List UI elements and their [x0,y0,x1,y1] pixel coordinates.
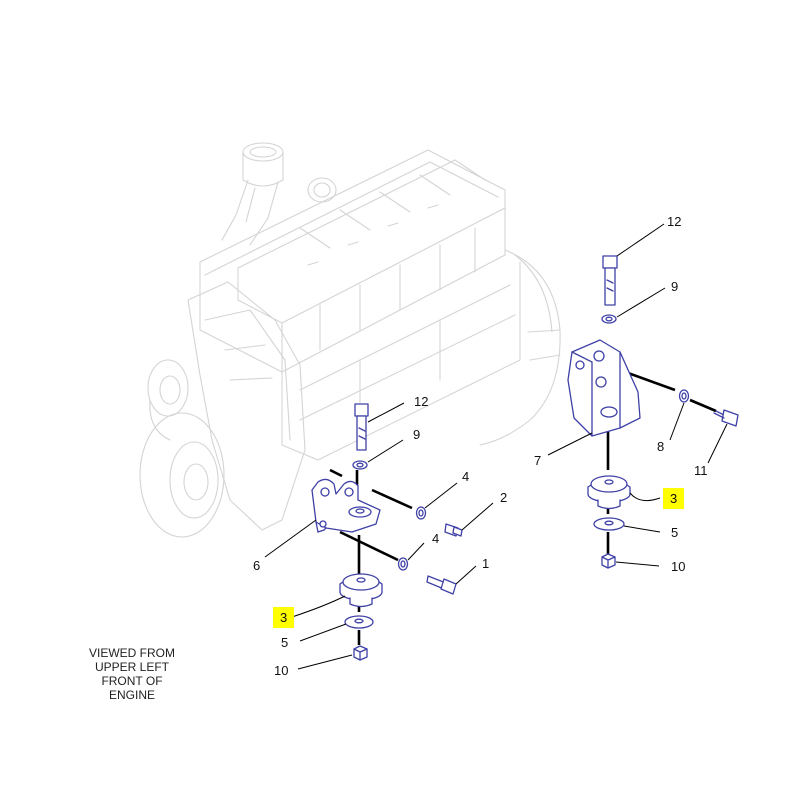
callout-3-left[interactable]: 3 [280,610,287,625]
callout-11[interactable]: 11 [694,463,708,478]
callout-5-left[interactable]: 5 [281,635,288,650]
highlight-3-left [273,607,294,628]
washer-4-lower [397,557,409,571]
callout-9-right[interactable]: 9 [671,279,678,294]
callout-12-left[interactable]: 12 [414,394,428,409]
bolt-2 [444,523,463,537]
bolt-1 [426,575,457,595]
callout-8[interactable]: 8 [657,439,664,454]
callout-6[interactable]: 6 [253,558,260,573]
caption-line-4: ENGINE [109,688,155,702]
bracket-6 [311,478,381,533]
callout-4-lower[interactable]: 4 [432,531,439,546]
washer-5-left [344,615,374,629]
bolt-11 [713,409,739,427]
callout-labels: 12 9 8 11 7 3 5 10 12 9 4 2 4 1 6 3 5 10 [253,214,708,678]
washer-9-left [352,460,368,470]
callout-1[interactable]: 1 [482,556,489,571]
caption-line-3: FRONT OF [101,674,162,688]
bracket-7 [567,339,641,437]
right-mount-assembly [567,255,739,569]
callout-7[interactable]: 7 [534,453,541,468]
callout-3-right[interactable]: 3 [670,491,677,506]
washer-8 [678,389,690,403]
caption-line-1: VIEWED FROM [89,646,175,660]
isolator-3-left [339,573,383,608]
callout-4-upper[interactable]: 4 [462,469,469,484]
washer-4-upper [415,506,427,520]
isolator-3-right [587,475,631,510]
callout-2[interactable]: 2 [500,490,507,505]
callout-9-left[interactable]: 9 [413,427,420,442]
callout-10-right[interactable]: 10 [671,559,685,574]
washer-9-right [601,314,617,324]
callout-12-right[interactable]: 12 [667,214,681,229]
left-mount-assembly [311,403,463,661]
nut-10-left [353,645,368,661]
callout-5-right[interactable]: 5 [671,525,678,540]
washer-5-right [593,517,625,531]
view-caption: VIEWED FROM UPPER LEFT FRONT OF ENGINE [89,646,175,702]
bolt-12-left [354,403,369,451]
assembly-axis-lines [329,371,717,645]
nut-10-right [601,553,616,569]
bolt-12-right [602,255,618,306]
callout-10-left[interactable]: 10 [274,663,288,678]
highlight-3-right [663,488,684,509]
caption-line-2: UPPER LEFT [95,660,170,674]
engine-outline [139,142,561,538]
leader-lines [264,223,728,670]
